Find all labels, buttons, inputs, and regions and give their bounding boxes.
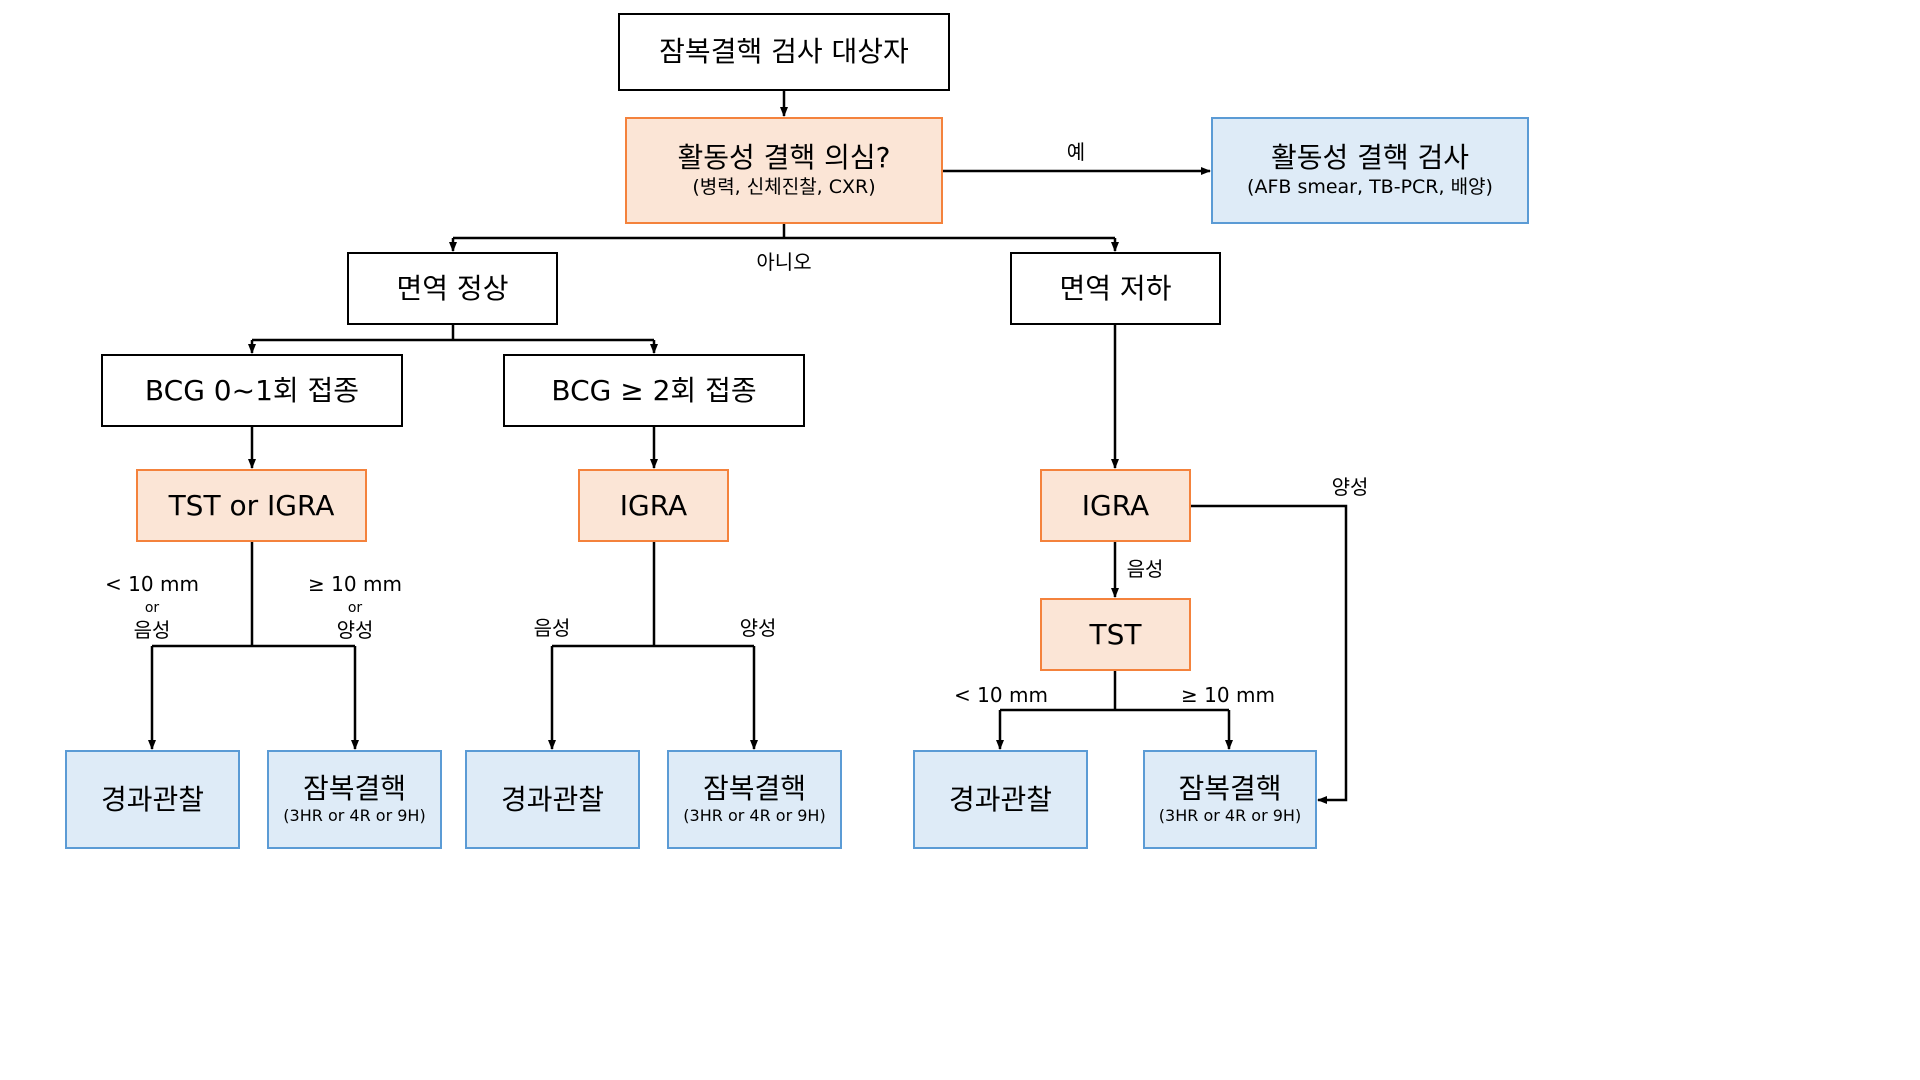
node-label: 활동성 결핵 의심? xyxy=(677,141,891,175)
igra-mid-node: IGRA xyxy=(578,469,729,542)
node-label: 활동성 결핵 검사 xyxy=(1270,141,1470,175)
observe-node: 경과관찰 xyxy=(465,750,640,849)
node-sublabel: (AFB smear, TB-PCR, 배양) xyxy=(1247,175,1493,198)
node-sublabel: (3HR or 4R or 9H) xyxy=(283,805,426,825)
node-sublabel: (3HR or 4R or 9H) xyxy=(683,805,826,825)
node-label: 경과관찰 xyxy=(100,782,205,816)
node-label: 면역 저하 xyxy=(1059,271,1172,305)
immune-normal-node: 면역 정상 xyxy=(347,252,558,325)
node-sublabel: (3HR or 4R or 9H) xyxy=(1158,805,1302,825)
ltbi-treatment-node: 잠복결핵(3HR or 4R or 9H) xyxy=(267,750,442,849)
ltbi-treatment-node: 잠복결핵(3HR or 4R or 9H) xyxy=(1143,750,1317,849)
start-node: 잠복결핵 검사 대상자 xyxy=(618,13,950,91)
node-label: 잠복결핵 검사 대상자 xyxy=(659,35,909,69)
positive-label: 양성 xyxy=(1331,475,1369,499)
lt10-label: < 10 mm xyxy=(954,683,1048,707)
observe-node: 경과관찰 xyxy=(65,750,240,849)
immune-low-node: 면역 저하 xyxy=(1010,252,1221,325)
negative-label: 음성 xyxy=(1126,557,1164,581)
node-label: IGRA xyxy=(1081,488,1150,522)
or-label: or xyxy=(347,600,363,616)
node-label: 경과관찰 xyxy=(500,782,605,816)
bcg-2-node: BCG ≥ 2회 접종 xyxy=(503,354,805,427)
no-label: 아니오 xyxy=(756,250,812,274)
negative-label: 음성 xyxy=(533,616,571,640)
node-label: BCG ≥ 2회 접종 xyxy=(551,373,757,407)
ltbi-treatment-node: 잠복결핵(3HR or 4R or 9H) xyxy=(667,750,842,849)
positive-label: 양성 xyxy=(739,616,777,640)
node-label: BCG 0~1회 접종 xyxy=(144,373,360,407)
node-label: 잠복결핵 xyxy=(702,772,807,806)
node-label: 면역 정상 xyxy=(396,271,509,305)
tst-right-node: TST xyxy=(1040,598,1191,671)
node-label: 경과관찰 xyxy=(948,782,1053,816)
or-label: or xyxy=(144,600,160,616)
positive-label: 양성 xyxy=(336,618,374,642)
active-tb-test-node: 활동성 결핵 검사(AFB smear, TB-PCR, 배양) xyxy=(1211,117,1529,224)
ge10-label: ≥ 10 mm xyxy=(308,572,402,596)
lt10-label: < 10 mm xyxy=(105,572,199,596)
active-tb-question-node: 활동성 결핵 의심?(병력, 신체진찰, CXR) xyxy=(625,117,943,224)
node-sublabel: (병력, 신체진찰, CXR) xyxy=(692,175,876,198)
tst-or-igra-node: TST or IGRA xyxy=(136,469,367,542)
node-label: 잠복결핵 xyxy=(302,772,407,806)
negative-label: 음성 xyxy=(133,618,171,642)
igra-right-node: IGRA xyxy=(1040,469,1191,542)
yes-label: 예 xyxy=(1066,140,1086,164)
ge10-label: ≥ 10 mm xyxy=(1181,683,1275,707)
observe-node: 경과관찰 xyxy=(913,750,1088,849)
node-label: 잠복결핵 xyxy=(1178,772,1282,806)
node-label: TST or IGRA xyxy=(168,488,335,522)
node-label: IGRA xyxy=(619,488,688,522)
node-label: TST xyxy=(1089,617,1142,651)
bcg-0-1-node: BCG 0~1회 접종 xyxy=(101,354,403,427)
